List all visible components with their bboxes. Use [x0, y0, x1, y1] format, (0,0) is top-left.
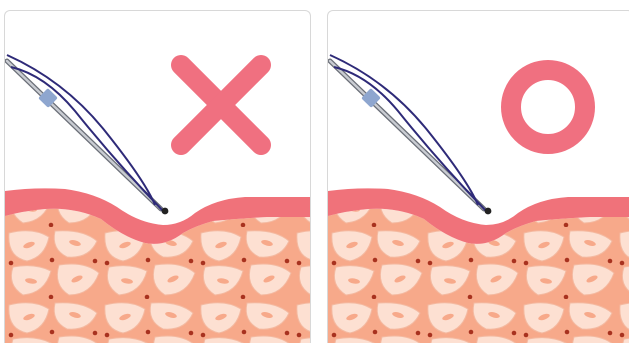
circle-icon — [511, 70, 585, 144]
cross-icon — [181, 65, 261, 145]
panel-correct — [327, 10, 629, 343]
panel-incorrect-art — [5, 11, 311, 343]
panel-correct-art — [328, 11, 629, 343]
panel-incorrect — [4, 10, 311, 343]
